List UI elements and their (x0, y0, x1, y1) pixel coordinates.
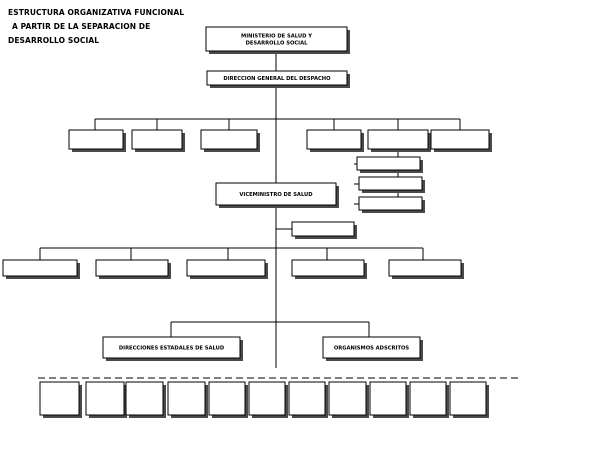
adscrito-box-7 (288, 381, 328, 418)
sub-unit-box-2-frame (358, 176, 423, 191)
connector-lines (38, 49, 518, 379)
viceministro-box-label-1: VICEMINISTRO DE SALUD (239, 192, 313, 198)
title-line-1: ESTRUCTURA ORGANIZATIVA FUNCIONAL (8, 8, 185, 17)
adscrito-box-9-frame (369, 381, 407, 416)
adscrito-box-11 (449, 381, 489, 418)
viceministro-box: VICEMINISTRO DE SALUD (215, 182, 339, 208)
direcciones-estatales-box: DIRECCIONES ESTADALES DE SALUD (102, 336, 243, 361)
adscrito-box-10 (409, 381, 449, 418)
vice-direccion-box-2-frame (95, 259, 169, 277)
organismos-adscritos-box-frame (322, 336, 421, 359)
staff-box-1-frame (68, 129, 124, 150)
direccion-general-box: DIRECCION GENERAL DEL DESPACHO (206, 70, 350, 88)
staff-box-2 (131, 129, 185, 152)
vice-staff-box-frame (291, 221, 355, 237)
adscrito-box-2-frame (85, 381, 125, 416)
adscrito-box-8-frame (328, 381, 367, 416)
staff-box-4-frame (306, 129, 362, 150)
adscrito-box-3-frame (125, 381, 164, 416)
vice-direccion-box-3 (186, 259, 268, 279)
vice-direccion-box-5 (388, 259, 464, 279)
adscrito-box-5 (208, 381, 248, 418)
staff-box-6 (430, 129, 492, 152)
adscrito-box-4-frame (167, 381, 206, 416)
staff-box-4 (306, 129, 364, 152)
vice-direccion-box-4-frame (291, 259, 365, 277)
adscrito-box-11-frame (449, 381, 487, 416)
staff-box-5 (367, 129, 431, 152)
diagram-title: ESTRUCTURA ORGANIZATIVA FUNCIONAL A PART… (8, 6, 208, 48)
title-line-2: A PARTIR DE LA SEPARACION DE (12, 22, 151, 31)
direcciones-estatales-box-frame (102, 336, 241, 359)
staff-box-5-frame (367, 129, 429, 150)
direcciones-estatales-box-label-1: DIRECCIONES ESTADALES DE SALUD (119, 346, 225, 352)
vice-direccion-box-1 (2, 259, 80, 279)
sub-unit-box-1 (356, 156, 423, 173)
adscrito-box-8 (328, 381, 369, 418)
adscrito-box-7-frame (288, 381, 326, 416)
direccion-general-box-frame (206, 70, 348, 86)
adscrito-box-4 (167, 381, 208, 418)
staff-box-3-frame (200, 129, 258, 150)
adscrito-box-6 (248, 381, 288, 418)
vice-direccion-box-2 (95, 259, 171, 279)
vice-staff-box (291, 221, 357, 239)
viceministro-box-frame (215, 182, 337, 206)
sub-unit-box-2 (358, 176, 425, 193)
adscrito-box-10-frame (409, 381, 447, 416)
staff-box-2-frame (131, 129, 183, 150)
staff-box-1 (68, 129, 126, 152)
adscrito-box-2 (85, 381, 127, 418)
ministerio-box-frame (205, 26, 348, 52)
vice-direccion-box-4 (291, 259, 367, 279)
adscrito-box-6-frame (248, 381, 286, 416)
adscrito-box-1-frame (39, 381, 80, 416)
direccion-general-box-label-1: DIRECCION GENERAL DEL DESPACHO (223, 76, 331, 82)
vice-direccion-box-1-frame (2, 259, 78, 277)
organismos-adscritos-box-label-1: ORGANISMOS ADSCRITOS (334, 346, 410, 352)
staff-box-3 (200, 129, 260, 152)
ministerio-box-label-2: DESARROLLO SOCIAL (246, 41, 309, 47)
sub-unit-box-1-frame (356, 156, 421, 171)
adscrito-box-9 (369, 381, 409, 418)
title-line-3: DESARROLLO SOCIAL (8, 36, 100, 45)
organismos-adscritos-box: ORGANISMOS ADSCRITOS (322, 336, 423, 361)
sub-unit-box-3 (358, 196, 425, 213)
sub-unit-box-3-frame (358, 196, 423, 211)
adscrito-box-3 (125, 381, 166, 418)
vice-direccion-box-5-frame (388, 259, 462, 277)
adscrito-box-5-frame (208, 381, 246, 416)
staff-box-6-frame (430, 129, 490, 150)
adscrito-box-1 (39, 381, 82, 418)
vice-direccion-box-3-frame (186, 259, 266, 277)
ministerio-box-label-1: MINISTERIO DE SALUD Y (241, 34, 312, 40)
